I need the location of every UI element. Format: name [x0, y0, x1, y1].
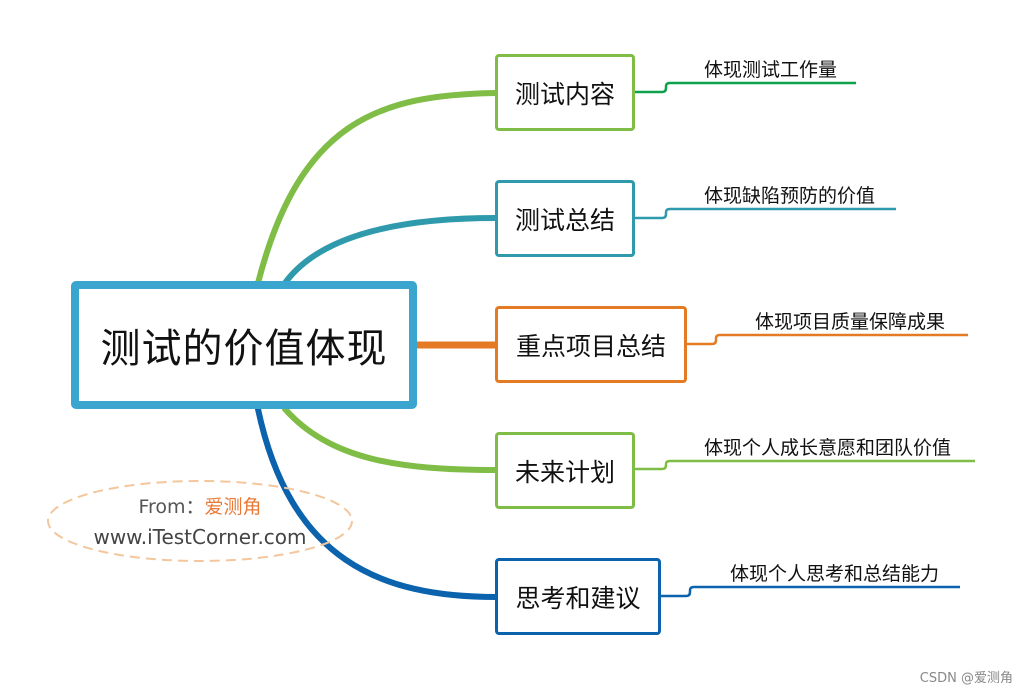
central-topic: 测试的价值体现 — [71, 281, 417, 409]
leaf-test-workload: 体现测试工作量 — [704, 59, 838, 81]
footer-credit: CSDN @爱测角 — [919, 671, 1013, 686]
central-topic-label: 测试的价值体现 — [100, 326, 388, 372]
connector-curve-4 — [282, 406, 499, 473]
branch-label: 未来计划 — [514, 457, 615, 487]
branch-label: 测试内容 — [514, 79, 615, 109]
leaf-personal-growth-team-value: 体现个人成长意愿和团队价值 — [704, 437, 952, 459]
watermark-from: From：爱测角 — [50, 492, 350, 519]
branch-thoughts-suggestions: 思考和建议 — [495, 558, 661, 635]
branch-label: 思考和建议 — [515, 583, 641, 613]
leaf-personal-thinking-ability: 体现个人思考和总结能力 — [730, 563, 940, 585]
connector-curve-1 — [255, 90, 499, 286]
watermark-url: www.iTestCorner.com — [93, 525, 307, 549]
branch-future-plan: 未来计划 — [495, 432, 635, 509]
leaf-line-4 — [634, 459, 975, 471]
leaf-line-2 — [634, 207, 896, 220]
branch-label: 重点项目总结 — [515, 331, 666, 361]
branch-test-summary: 测试总结 — [495, 180, 635, 257]
leaf-project-quality-results: 体现项目质量保障成果 — [755, 311, 946, 333]
branch-label: 测试总结 — [514, 205, 615, 235]
leaf-line-1 — [634, 81, 856, 94]
leaf-line-3 — [686, 333, 968, 346]
watermark-from-label: From： — [138, 496, 205, 518]
connector-curve-2 — [282, 215, 499, 286]
branch-key-project-summary: 重点项目总结 — [495, 306, 687, 383]
leaf-line-5 — [660, 585, 960, 598]
watermark-ellipse — [47, 480, 353, 562]
leaf-defect-prevention-value: 体现缺陷预防的价值 — [704, 185, 876, 207]
watermark-from-name: 爱测角 — [204, 496, 262, 518]
connector-curve-5 — [255, 406, 499, 600]
branch-test-content: 测试内容 — [495, 54, 635, 131]
